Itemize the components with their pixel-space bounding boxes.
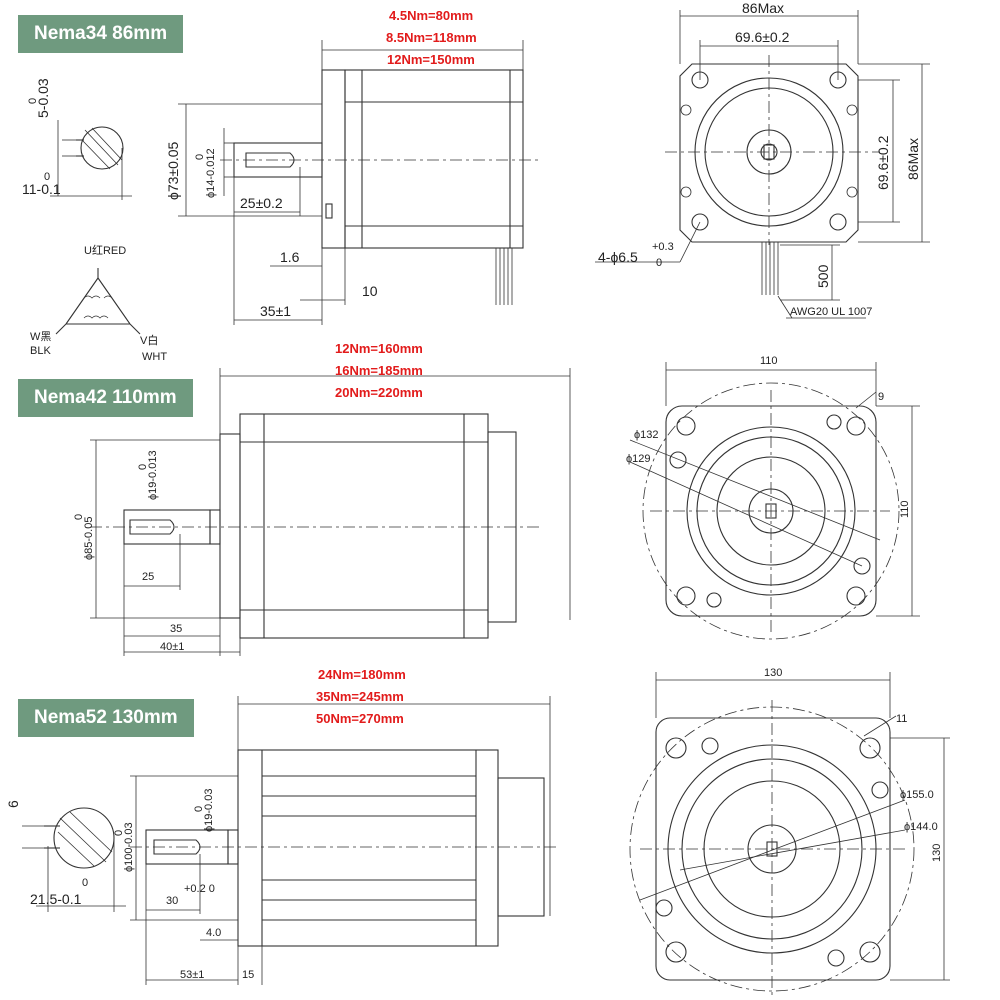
nema52-shaft-section: 6 21.5-0.1 0 [5, 800, 126, 912]
nema34-front-view: 86Max 69.6±0.2 69.6±0.2 86Max 4-ϕ6.5 +0.… [595, 0, 930, 319]
nema34-length-2: 8.5Nm=118mm [386, 30, 477, 45]
nema52-key-len: 30 [166, 895, 178, 907]
nema42-front-view: 110 110 ϕ132 ϕ129 9 [626, 355, 920, 640]
wiring-u-label: U红RED [84, 244, 126, 257]
nema34-flange-len: 10 [362, 283, 378, 299]
wiring-v-label: V白 [140, 333, 158, 347]
nema34-flange-thk: 1.6 [280, 249, 300, 265]
section-title-nema52: Nema52 130mm [18, 699, 194, 737]
nema52-front-body-circle: ϕ144.0 [904, 821, 938, 833]
nema52-front-outer-h: 130 [764, 667, 782, 679]
nema52-length-1: 24Nm=180mm [318, 667, 406, 682]
nema34-front-pitch-h: 69.6±0.2 [735, 29, 790, 45]
nema42-length-3: 20Nm=220mm [335, 385, 423, 400]
nema34-length-1: 4.5Nm=80mm [389, 8, 473, 23]
nema42-flange-thk: 35 [170, 623, 182, 635]
nema34-front-lead: 500 [815, 264, 831, 288]
nema52-length-2: 35Nm=245mm [316, 689, 404, 704]
nema34-front-pitch-v: 69.6±0.2 [875, 135, 891, 190]
nema52-front-outer-v: 130 [931, 844, 943, 862]
wiring-w-label-en: BLK [30, 345, 51, 357]
nema42-front-body-circle: ϕ129 [626, 453, 651, 465]
nema52-shaft-dia: ϕ19-0.03 [203, 789, 215, 832]
nema52-front-bolt-circle: ϕ155.0 [900, 789, 934, 801]
nema52-shaft-top: 0 [193, 806, 205, 812]
nema52-flange-thk: 4.0 [206, 927, 221, 939]
nema42-length-2: 16Nm=185mm [335, 363, 423, 378]
nema34-drawings: 5-0.03 0 11-0.1 0 U红RED W黑 BLK V白 WHT [22, 0, 930, 363]
nema52-flange-len: 15 [242, 969, 254, 981]
nema42-key-len: 25 [142, 571, 154, 583]
nema34-front-holes: 4-ϕ6.5 [598, 249, 638, 265]
nema34-key-len: 25±0.2 [240, 195, 283, 211]
nema42-front-hole: 9 [878, 391, 884, 403]
nema34-front-holes-tol-top: +0.3 [652, 241, 674, 253]
nema52-pilot-top: 0 [113, 830, 125, 836]
nema34-wiring-diagram: U红RED W黑 BLK V白 WHT [30, 244, 167, 363]
nema34-side-view: ϕ73±0.05 ϕ14-0.012 0 25±0.2 1.6 10 35±1 [165, 40, 540, 325]
nema34-shaft-dia-top: 0 [194, 154, 206, 160]
nema34-front-outer: 86Max [742, 0, 784, 16]
nema34-flat-dim: 5-0.03 [35, 78, 51, 118]
nema52-drawings: 24Nm=180mm 35Nm=245mm 50Nm=270mm 6 21.5-… [5, 667, 950, 995]
nema52-shaft-dim: 21.5-0.1 [30, 891, 82, 907]
nema42-shaft-top: 0 [137, 464, 149, 470]
nema34-shaft-len: 35±1 [260, 303, 291, 319]
nema34-shaft-dia: ϕ14-0.012 [205, 148, 217, 198]
nema42-shaft-dia: ϕ19-0.013 [147, 450, 159, 500]
wiring-v-label-en: WHT [142, 351, 167, 363]
nema42-front-outer-v: 110 [899, 500, 911, 518]
nema52-front-view: 130 130 11 ϕ155.0 ϕ144.0 [629, 667, 950, 995]
section-title-nema34: Nema34 86mm [18, 15, 184, 53]
nema52-key-tol: +0.2 0 [184, 883, 215, 895]
nema52-pilot-dia: ϕ100-0.03 [123, 822, 135, 872]
nema52-side-view: ϕ100-0.03 0 ϕ19-0.03 0 30 +0.2 0 4.0 53±… [113, 696, 560, 985]
nema42-side-view: ϕ85-0.05 0 ϕ19-0.013 0 25 35 40±1 [73, 368, 571, 656]
nema34-length-3: 12Nm=150mm [387, 52, 475, 67]
nema34-width-dim: 11-0.1 [22, 181, 61, 197]
nema34-pilot-dia: ϕ73±0.05 [165, 141, 181, 200]
nema42-pilot-top: 0 [73, 514, 85, 520]
wiring-w-label: W黑 [30, 330, 51, 343]
nema42-shaft-len: 40±1 [160, 641, 184, 653]
nema42-drawings: 12Nm=160mm 16Nm=185mm 20Nm=220mm [73, 341, 920, 656]
section-title-nema42: Nema42 110mm [18, 379, 193, 417]
nema34-front-cable: AWG20 UL 1007 [790, 306, 872, 318]
nema34-front-holes-tol-bottom: 0 [656, 257, 662, 269]
nema34-shaft-section: 5-0.03 0 11-0.1 0 [22, 78, 132, 200]
nema42-front-outer-h: 110 [760, 355, 778, 367]
nema42-front-bolt-circle: ϕ132 [634, 429, 659, 441]
nema42-length-1: 12Nm=160mm [335, 341, 423, 356]
nema52-key-h: 6 [5, 800, 21, 808]
nema34-front-outer-v: 86Max [905, 138, 921, 180]
nema52-length-3: 50Nm=270mm [316, 711, 404, 726]
nema34-flat-dim-top: 0 [27, 98, 39, 104]
nema52-shaft-dim-top: 0 [82, 877, 88, 889]
nema52-front-hole: 11 [896, 713, 907, 725]
nema52-shaft-len: 53±1 [180, 969, 204, 981]
nema42-pilot-dia: ϕ85-0.05 [83, 517, 95, 560]
nema34-width-dim-top: 0 [44, 171, 50, 183]
